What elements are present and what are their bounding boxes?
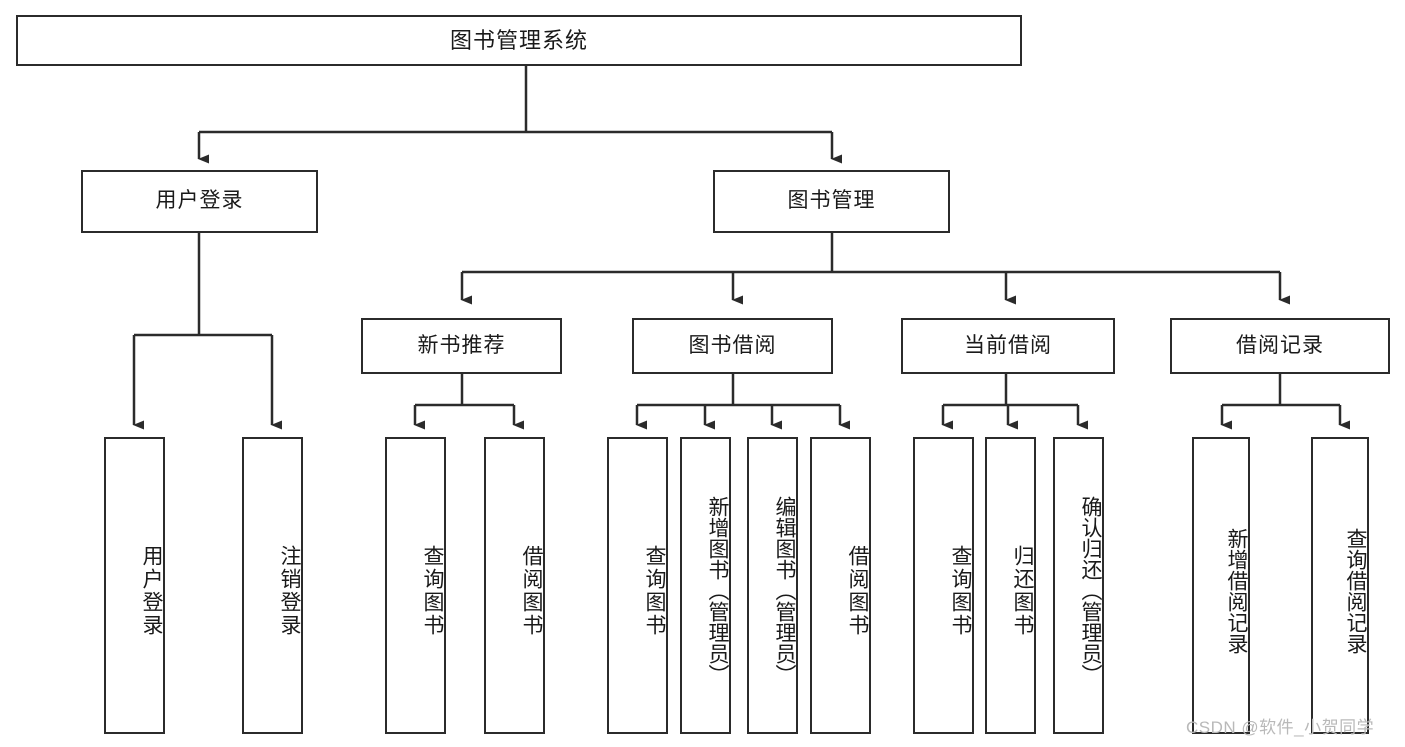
csdn-watermark: CSDN @软件_小贺同学 bbox=[1186, 718, 1375, 737]
node-leaf-user-login[interactable]: 用户登录 bbox=[104, 437, 165, 734]
node-leaf-query-book-3[interactable]: 查询图书 bbox=[913, 437, 974, 734]
node-leaf-return-book[interactable]: 归还图书 bbox=[985, 437, 1036, 734]
node-leaf-borrow-book-1[interactable]: 借阅图书 bbox=[484, 437, 545, 734]
node-leaf-add-book[interactable]: 新增图书（管理员） bbox=[680, 437, 731, 734]
node-leaf-query-record[interactable]: 查询借阅记录 bbox=[1311, 437, 1369, 734]
node-leaf-edit-book[interactable]: 编辑图书（管理员） bbox=[747, 437, 798, 734]
node-leaf-add-record[interactable]: 新增借阅记录 bbox=[1192, 437, 1250, 734]
node-leaf-query-book-1[interactable]: 查询图书 bbox=[385, 437, 446, 734]
node-leaf-confirm-return[interactable]: 确认归还（管理员） bbox=[1053, 437, 1104, 734]
node-leaf-query-book-2[interactable]: 查询图书 bbox=[607, 437, 668, 734]
node-root[interactable]: 图书管理系统 bbox=[16, 15, 1022, 66]
node-borrow-record[interactable]: 借阅记录 bbox=[1170, 318, 1390, 374]
node-leaf-logout[interactable]: 注销登录 bbox=[242, 437, 303, 734]
node-current-borrow[interactable]: 当前借阅 bbox=[901, 318, 1115, 374]
node-new-book-rec[interactable]: 新书推荐 bbox=[361, 318, 562, 374]
node-user-login[interactable]: 用户登录 bbox=[81, 170, 318, 233]
node-book-borrow[interactable]: 图书借阅 bbox=[632, 318, 833, 374]
node-book-manage[interactable]: 图书管理 bbox=[713, 170, 950, 233]
node-leaf-borrow-book-2[interactable]: 借阅图书 bbox=[810, 437, 871, 734]
